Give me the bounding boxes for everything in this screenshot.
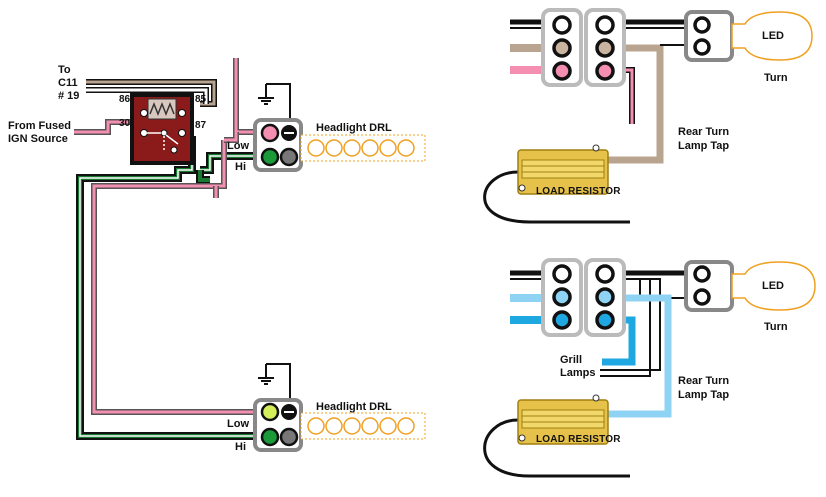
ign-source-label-line1: From Fused [8, 120, 71, 132]
rear-turn-tap-label-bottom-line1: Rear Turn [678, 375, 730, 387]
turn-label-bottom: Turn [764, 321, 788, 333]
c11-label: C11 [58, 77, 78, 89]
pink-wire-low-bottom [91, 132, 258, 415]
hi-label-bottom: Hi [235, 441, 246, 453]
grill-lamps-label-line2: Lamps [560, 367, 596, 379]
turn-label-top: Turn [764, 72, 788, 84]
led-label-bottom: LED [762, 280, 784, 292]
rear-turn-tap-label-top-line2: Lamp Tap [678, 140, 730, 152]
turn-circuit-bottom [483, 258, 816, 478]
headlight-drl-leds-top [300, 134, 426, 162]
relay-pin-87: 87 [195, 120, 207, 131]
headlight-drl-label-bottom: Headlight DRL [316, 401, 392, 413]
ground-wire-top [258, 83, 291, 124]
pink-wire-ign [74, 119, 134, 135]
ign-source-label-line2: IGN Source [8, 133, 68, 145]
relay-pin-30: 30 [119, 118, 131, 129]
to-label: To [58, 64, 71, 76]
relay-circuit [74, 58, 426, 452]
pink-wire-low-top [233, 58, 258, 135]
ground-wire-bottom [258, 363, 291, 402]
led-label-top: LED [762, 30, 784, 42]
low-label-top: Low [227, 140, 249, 152]
grill-lamps-label-line1: Grill [560, 354, 583, 366]
headlight-connector-top [253, 118, 303, 172]
hi-label-top: Hi [235, 161, 246, 173]
low-label-bottom: Low [227, 418, 249, 430]
relay [130, 93, 194, 165]
headlight-drl-leds-bottom [300, 412, 426, 440]
turn-circuit-top [483, 8, 813, 224]
relay-pin-86: 86 [119, 94, 131, 105]
headlight-connector-bottom [253, 398, 303, 452]
rear-turn-tap-label-bottom-line2: Lamp Tap [678, 389, 730, 401]
load-resistor-label-top: LOAD RESISTOR [536, 186, 621, 197]
headlight-drl-label-top: Headlight DRL [316, 122, 392, 134]
circuit-number-label: # 19 [58, 90, 80, 102]
rear-turn-tap-label-top-line1: Rear Turn [678, 126, 730, 138]
tan-wire-c11 [86, 79, 217, 107]
relay-pin-85: 85 [195, 94, 207, 105]
load-resistor-label-bottom: LOAD RESISTOR [536, 434, 621, 445]
